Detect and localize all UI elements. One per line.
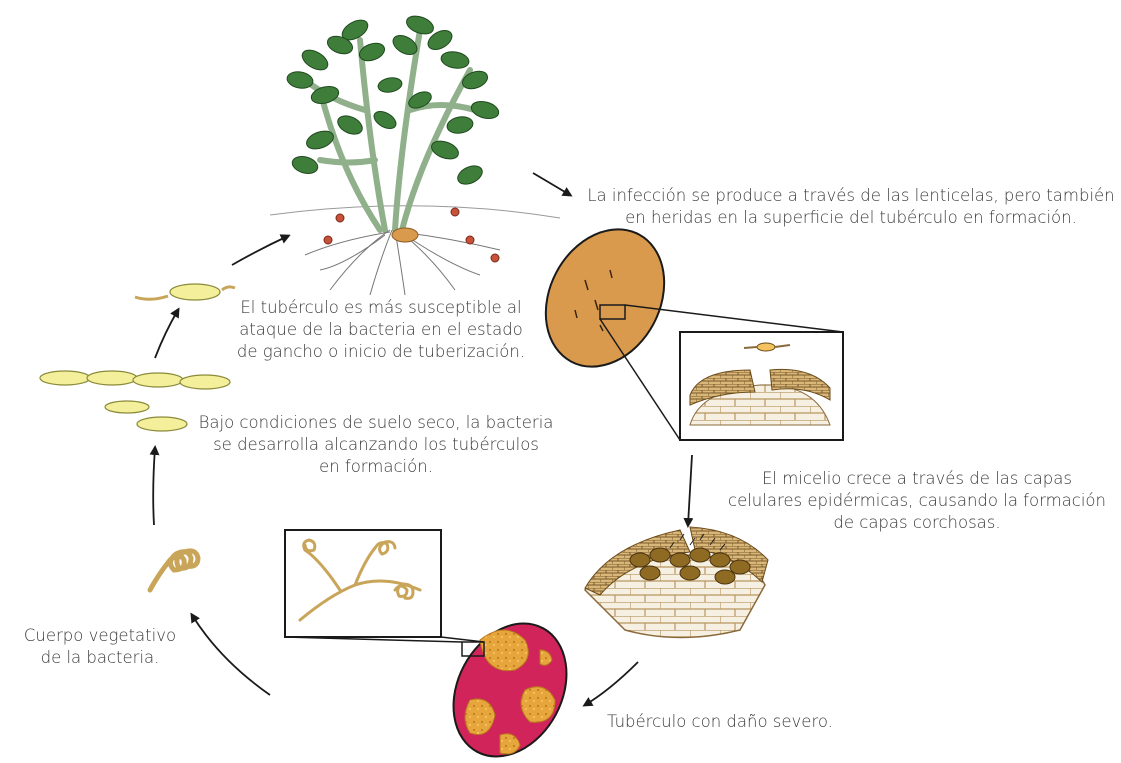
label-susceptible-line-1: El tubérculo es más susceptible al <box>240 298 522 317</box>
spiral-bacterium-illustration <box>147 548 201 593</box>
label-mycelium-line-2: celulares epidérmicas, causando la forma… <box>728 491 1106 510</box>
label-susceptible: El tubérculo es más susceptible al ataqu… <box>228 297 534 363</box>
label-mycelium-line-1: El micelio crece a través de las capas <box>761 469 1072 488</box>
mycelium-zoom-panel <box>284 529 442 638</box>
arrow-zoom-to-layers <box>683 454 694 528</box>
label-dry-soil-line-3: en formación. <box>319 457 433 476</box>
label-vegetative-line-2: de la bacteria. <box>40 648 160 667</box>
zoom-lines <box>599 304 844 441</box>
small-tuber <box>391 227 419 243</box>
arrow-plant-to-tuber <box>532 172 573 197</box>
label-dry-soil: Bajo condiciones de suelo seco, la bacte… <box>196 412 556 478</box>
arrow-infected-to-spiral <box>190 612 271 696</box>
stolon-tips <box>323 207 500 263</box>
label-vegetative: Cuerpo vegetativo de la bacteria. <box>4 625 196 669</box>
corky-layers-illustration <box>584 526 769 639</box>
lenticel-zoom-panel <box>679 331 844 441</box>
arrow-chain-to-germinating <box>154 307 180 359</box>
arrow-spiral-to-chain <box>149 445 160 526</box>
label-dry-soil-line-2: se desarrolla alcanzando los tubérculos <box>213 435 539 454</box>
cork-cells <box>629 547 751 585</box>
mycelium-threads <box>669 533 726 551</box>
zoom-source-box <box>599 304 626 320</box>
label-infection-line-1: La infección se produce a través de las … <box>587 186 1115 205</box>
label-susceptible-line-3: de gancho o inicio de tuberización. <box>236 342 526 361</box>
soil-line <box>269 205 561 219</box>
label-susceptible-line-2: ataque de la bacteria en el estado <box>239 320 523 339</box>
infection-patches <box>464 629 556 755</box>
plant-leaves <box>286 15 500 185</box>
infected-tuber-illustration <box>452 622 568 758</box>
arrow-germinating-to-plant <box>231 234 291 266</box>
label-vegetative-line-1: Cuerpo vegetativo <box>23 626 177 645</box>
zoom-source-box-bottom <box>461 641 485 657</box>
label-severe-line-1: Tubérculo con daño severo. <box>607 712 833 731</box>
healthy-tuber-illustration <box>544 228 666 368</box>
label-dry-soil-line-1: Bajo condiciones de suelo seco, la bacte… <box>198 413 554 432</box>
lenticel-marks <box>574 269 613 332</box>
germinating-bacterium-illustration <box>134 283 236 301</box>
label-mycelium-line-3: de capas corchosas. <box>833 513 1001 532</box>
arrow-layers-to-infected <box>582 661 639 707</box>
label-severe: Tubérculo con daño severo. <box>607 711 867 733</box>
bacteria-chain-illustration <box>39 370 231 432</box>
cycle-arrows <box>149 172 694 707</box>
label-mycelium: El micelio crece a través de las capas c… <box>722 468 1112 534</box>
potato-plant-illustration <box>269 15 561 296</box>
label-infection: La infección se produce a través de las … <box>582 185 1120 229</box>
label-infection-line-2: en heridas en la superficie del tubércul… <box>625 208 1077 227</box>
